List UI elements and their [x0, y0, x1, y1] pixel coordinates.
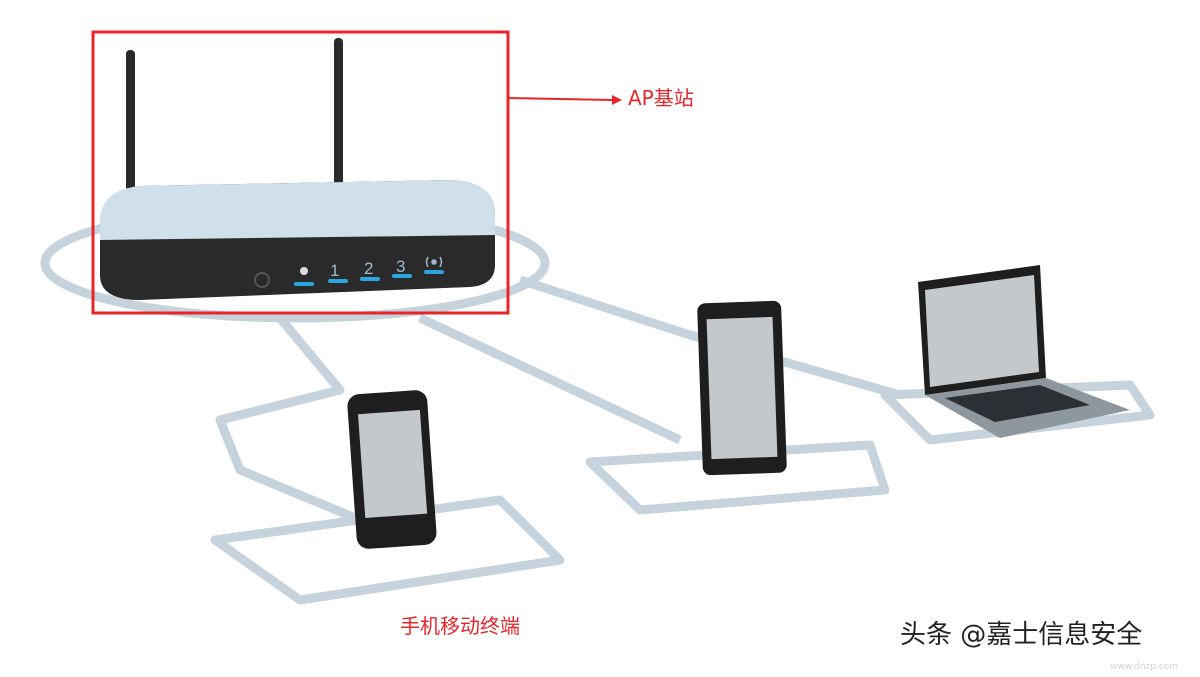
watermark: 头条 @嘉士信息安全	[900, 620, 1143, 650]
phone-icon	[347, 390, 437, 549]
wireless-icon	[425, 256, 443, 268]
router-icon: 1 2 3	[100, 38, 495, 300]
watermark-site: www.dnzp.com	[1110, 662, 1179, 672]
port-label: 3	[396, 257, 405, 276]
ap-label: AP基站	[628, 86, 694, 110]
status-leds	[294, 270, 444, 286]
laptop-icon	[918, 265, 1130, 438]
tablet-icon	[697, 300, 787, 476]
port-label: 1	[330, 261, 339, 280]
terminal-label: 手机移动终端	[400, 614, 520, 638]
ap-highlight-box	[91, 30, 510, 315]
arrow-icon	[507, 95, 622, 105]
port-label: 2	[364, 259, 373, 278]
